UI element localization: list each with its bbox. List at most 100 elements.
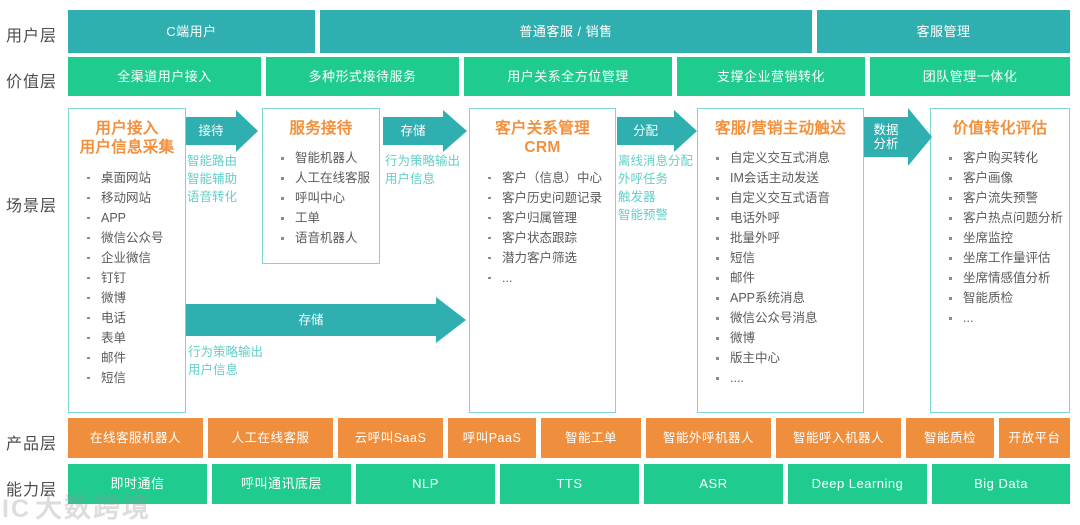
row-label-ability-layer: 能力层 — [6, 482, 58, 499]
arrow-reception-icon — [186, 110, 258, 152]
ability-layer-box-5[interactable]: Deep Learning — [788, 464, 927, 504]
list-item: 坐席工作量评估 — [945, 248, 1063, 268]
list-item: 智能机器人 — [277, 148, 373, 168]
list-item: 自定义交互式语音 — [712, 188, 857, 208]
list-item: APP系统消息 — [712, 288, 857, 308]
row-label-value-layer: 价值层 — [6, 74, 58, 91]
arrow-storage-lower-icon — [186, 297, 466, 343]
product-layer-box-0[interactable]: 在线客服机器人 — [68, 418, 203, 458]
value-layer-box-2[interactable]: 用户关系全方位管理 — [464, 57, 672, 96]
scene-card-title: 客服/营销主动触达 — [714, 120, 846, 137]
list-item: 坐席监控 — [945, 228, 1063, 248]
list-item: 微博 — [83, 288, 179, 308]
value-layer-box-3[interactable]: 支撑企业营销转化 — [677, 57, 865, 96]
ability-layer-box-3[interactable]: TTS — [500, 464, 639, 504]
arrow-label-storage-lower: 存储 — [298, 312, 324, 327]
ability-layer-box-2[interactable]: NLP — [356, 464, 495, 504]
list-item: 版主中心 — [712, 348, 857, 368]
product-layer-box-4[interactable]: 智能工单 — [541, 418, 641, 458]
list-item: 钉钉 — [83, 268, 179, 288]
scene-card-list: 自定义交互式消息 IM会话主动发送 自定义交互式语音 电话外呼 批量外呼 短信 … — [698, 148, 863, 388]
scene-card-user-access[interactable]: 用户接入 用户信息采集 桌面网站 移动网站 APP 微信公众号 企业微信 钉钉 … — [68, 108, 186, 413]
list-item: 客户画像 — [945, 168, 1063, 188]
list-item: 邮件 — [83, 348, 179, 368]
product-layer-box-3[interactable]: 呼叫PaaS — [448, 418, 536, 458]
list-item: ... — [484, 268, 609, 288]
list-item: 客户购买转化 — [945, 148, 1063, 168]
arrow-label-reception: 接待 — [198, 123, 224, 138]
list-item: 移动网站 — [83, 188, 179, 208]
scene-card-title: 服务接待 — [289, 120, 353, 137]
list-item: 人工在线客服 — [277, 168, 373, 188]
list-item: 工单 — [277, 208, 373, 228]
list-item: 邮件 — [712, 268, 857, 288]
list-item: IM会话主动发送 — [712, 168, 857, 188]
ability-layer-box-0[interactable]: 即时通信 — [68, 464, 207, 504]
scene-card-title: 客户关系管理 CRM — [495, 120, 590, 157]
product-layer-box-8[interactable]: 开放平台 — [999, 418, 1070, 458]
list-item: 客户（信息）中心 — [484, 168, 609, 188]
arrow-storage-upper-icon — [383, 110, 467, 152]
list-item: 桌面网站 — [83, 168, 179, 188]
user-layer-box-2[interactable]: 客服管理 — [817, 10, 1070, 53]
scene-card-service-reception[interactable]: 服务接待 智能机器人 人工在线客服 呼叫中心 工单 语音机器人 — [262, 108, 380, 264]
list-item: 潜力客户筛选 — [484, 248, 609, 268]
list-item: APP — [83, 208, 179, 228]
product-layer-box-1[interactable]: 人工在线客服 — [208, 418, 333, 458]
list-item: 客户归属管理 — [484, 208, 609, 228]
scene-card-active-reach[interactable]: 客服/营销主动触达 自定义交互式消息 IM会话主动发送 自定义交互式语音 电话外… — [697, 108, 864, 413]
list-item: 企业微信 — [83, 248, 179, 268]
product-layer-box-6[interactable]: 智能呼入机器人 — [776, 418, 901, 458]
scene-card-list: 智能机器人 人工在线客服 呼叫中心 工单 语音机器人 — [263, 148, 379, 248]
list-item: 客户热点问题分析 — [945, 208, 1063, 228]
ability-layer-box-6[interactable]: Big Data — [932, 464, 1070, 504]
value-layer-box-0[interactable]: 全渠道用户接入 — [68, 57, 261, 96]
list-item: ... — [945, 308, 1063, 328]
scene-card-list: 客户（信息）中心 客户历史问题记录 客户归属管理 客户状态跟踪 潜力客户筛选 .… — [470, 168, 615, 288]
scene-card-crm[interactable]: 客户关系管理 CRM 客户（信息）中心 客户历史问题记录 客户归属管理 客户状态… — [469, 108, 616, 413]
list-item: 智能质检 — [945, 288, 1063, 308]
arrow-label-storage-upper: 存储 — [400, 123, 426, 138]
connector-note-storage-lower: 行为策略输出 用户信息 — [188, 345, 264, 377]
user-layer-box-0[interactable]: C端用户 — [68, 10, 315, 53]
arrow-label-allocation: 分配 — [632, 123, 658, 138]
scene-card-title: 用户接入 用户信息采集 — [79, 120, 175, 157]
list-item: 表单 — [83, 328, 179, 348]
list-item: 客户历史问题记录 — [484, 188, 609, 208]
value-layer-box-4[interactable]: 团队管理一体化 — [870, 57, 1070, 96]
list-item: 坐席情感值分析 — [945, 268, 1063, 288]
scene-card-title: 价值转化评估 — [952, 120, 1048, 137]
connector-note-storage-upper: 行为策略输出 用户信息 — [385, 154, 461, 186]
connector-note-reception: 智能路由 智能辅助 语音转化 — [187, 154, 238, 204]
ability-layer-box-1[interactable]: 呼叫通讯底层 — [212, 464, 351, 504]
scene-card-value-conversion[interactable]: 价值转化评估 客户购买转化 客户画像 客户流失预警 客户热点问题分析 坐席监控 … — [930, 108, 1070, 413]
list-item: 呼叫中心 — [277, 188, 373, 208]
product-layer-box-5[interactable]: 智能外呼机器人 — [646, 418, 771, 458]
user-layer-box-1[interactable]: 普通客服 / 销售 — [320, 10, 812, 53]
list-item: 批量外呼 — [712, 228, 857, 248]
list-item: 客户流失预警 — [945, 188, 1063, 208]
value-layer-box-1[interactable]: 多种形式接待服务 — [266, 57, 459, 96]
product-layer-box-7[interactable]: 智能质检 — [906, 418, 994, 458]
list-item: 短信 — [83, 368, 179, 388]
scene-card-list: 客户购买转化 客户画像 客户流失预警 客户热点问题分析 坐席监控 坐席工作量评估… — [931, 148, 1069, 328]
row-label-scene-layer: 场景层 — [6, 198, 58, 215]
list-item: 短信 — [712, 248, 857, 268]
list-item: 电话 — [83, 308, 179, 328]
list-item: 客户状态跟踪 — [484, 228, 609, 248]
row-label-product-layer: 产品层 — [6, 436, 58, 453]
scene-card-list: 桌面网站 移动网站 APP 微信公众号 企业微信 钉钉 微博 电话 表单 邮件 … — [69, 168, 185, 388]
arrow-allocation-icon — [617, 110, 697, 152]
list-item: .... — [712, 368, 857, 388]
list-item: 微信公众号消息 — [712, 308, 857, 328]
list-item: 微信公众号 — [83, 228, 179, 248]
connector-note-allocation: 离线消息分配 外呼任务 触发器 智能预警 — [618, 154, 694, 222]
list-item: 微博 — [712, 328, 857, 348]
row-label-user-layer: 用户层 — [6, 28, 58, 45]
product-layer-box-2[interactable]: 云呼叫SaaS — [338, 418, 443, 458]
list-item: 自定义交互式消息 — [712, 148, 857, 168]
list-item: 语音机器人 — [277, 228, 373, 248]
ability-layer-box-4[interactable]: ASR — [644, 464, 783, 504]
arrow-data-analysis-icon — [864, 108, 932, 166]
